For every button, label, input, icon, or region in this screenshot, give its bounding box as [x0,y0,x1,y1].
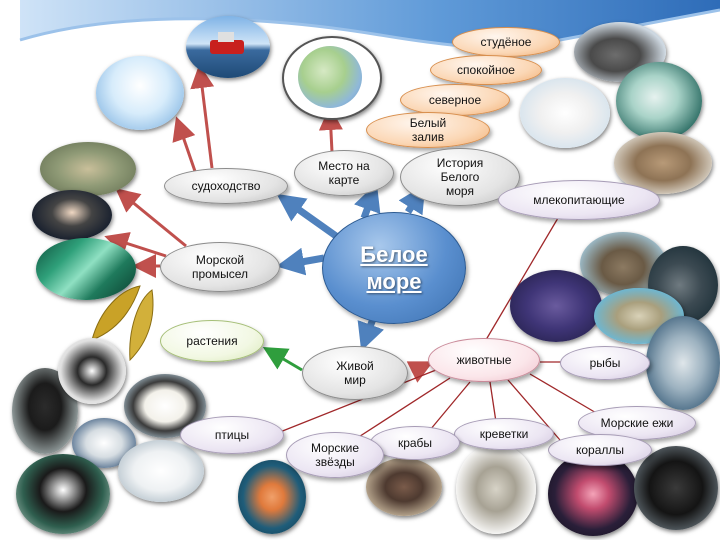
node-shrimp-label: креветки [479,427,529,441]
diver-photo [32,190,112,240]
node-fishing[interactable]: Морской промысел [160,242,280,292]
node-starfish[interactable]: Морские звёзды [286,432,384,478]
node-animals-label: животные [456,353,512,367]
node-urchins-label: Морские ежи [600,416,674,430]
seal-pup-photo [520,78,610,148]
node-fish-label: рыбы [589,356,621,370]
node-shrimp[interactable]: креветки [454,418,554,450]
feature-calm-label: спокойное [457,63,515,77]
feature-calm: спокойное [430,55,542,85]
node-fish[interactable]: рыбы [560,346,650,380]
node-plants[interactable]: растения [160,320,264,362]
beluga-photo [616,62,702,140]
arrow-to-fishermen [115,188,187,248]
link-urchins [529,373,599,415]
feature-cold-label: студёное [480,35,532,49]
node-map-place-label: Место на карте [318,159,370,187]
link-starfish [353,377,451,441]
node-plants-label: растения [186,334,238,348]
node-mammals[interactable]: млекопитающие [498,180,660,220]
link-crabs [429,381,471,431]
node-mammals-label: млекопитающие [533,193,625,207]
animal-links [279,217,599,441]
coral-photo [548,452,638,536]
node-map-place[interactable]: Место на карте [294,150,394,196]
node-corals[interactable]: кораллы [548,434,652,466]
node-corals-label: кораллы [575,443,625,457]
node-animals[interactable]: животные [428,338,540,382]
arrow-center-map [354,182,381,220]
arrow-center-shipping [276,193,339,239]
globe-photo [282,36,382,120]
icebreaker-photo [186,16,270,78]
arrow-center-fishing [276,247,325,276]
node-crabs[interactable]: крабы [370,426,460,460]
oystercatcher-photo [58,338,126,404]
node-living-world-label: Живой мир [336,359,374,387]
fishermen-photo [40,142,136,196]
seaweed-photo [36,238,136,300]
center-node[interactable]: Белое море [322,212,466,324]
sea-sponge-photo [510,270,602,342]
node-living-world[interactable]: Живой мир [302,346,408,400]
node-crabs-label: крабы [397,436,433,450]
feature-northern-label: северное [428,93,482,107]
arrow-to-diver [104,232,167,258]
feature-northern: северное [400,84,510,116]
arrow-living-animals [406,361,434,383]
iceberg-photo [96,56,184,130]
node-birds[interactable]: птицы [180,416,284,454]
center-title: Белое море [360,242,428,294]
node-starfish-label: Морские звёзды [310,441,360,469]
link-birds [279,369,437,433]
feature-white-bay: Белый залив [366,112,490,148]
salmon-photo [646,316,720,410]
node-shipping-label: судоходство [191,179,261,193]
gull-photo [118,440,204,502]
feature-white-bay-label: Белый залив [409,116,447,144]
crab-photo [366,458,442,516]
arrow-center-history [398,184,426,216]
feature-cold: студёное [452,27,560,57]
urchin-photo [634,446,718,530]
shrimp-photo [456,444,536,534]
arrow-to-icebreaker [190,64,215,169]
starfish-photo [238,460,306,534]
node-birds-label: птицы [214,428,250,442]
link-shrimp [489,381,497,423]
arrow-living-plants [262,346,303,372]
loon-photo [16,454,110,534]
node-shipping[interactable]: судоходство [164,168,288,204]
node-fishing-label: Морской промысел [192,253,248,281]
node-history-label: История Белого моря [436,156,484,198]
